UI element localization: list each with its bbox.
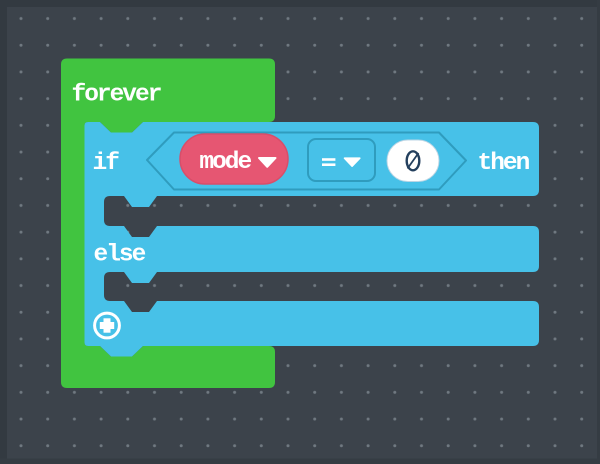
svg-text:then: then: [478, 150, 530, 177]
svg-text:if: if: [93, 150, 120, 177]
svg-text:else: else: [94, 242, 146, 269]
svg-text:mode: mode: [199, 149, 251, 176]
svg-text:forever: forever: [72, 82, 161, 109]
